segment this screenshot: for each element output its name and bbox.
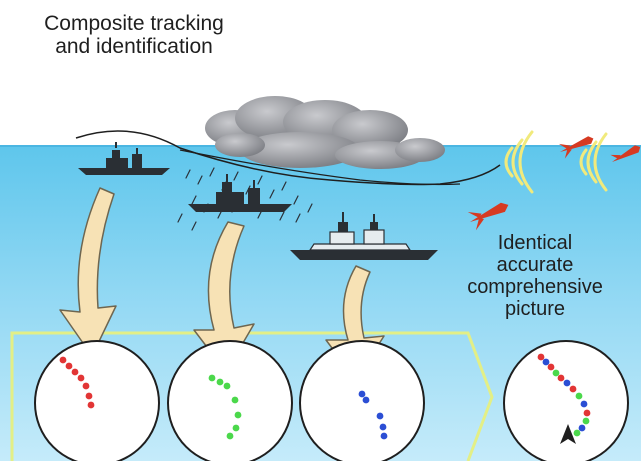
radar-display-3: [299, 340, 425, 461]
track-blue: [358, 390, 388, 440]
track-green: [208, 374, 242, 440]
composite-frame: [10, 331, 494, 461]
ship-icon: [290, 212, 438, 260]
missile-icon: [610, 145, 641, 162]
aircraft-marker-icon: [560, 424, 576, 444]
cloud-icon: [205, 96, 445, 169]
title-line: and identification: [55, 35, 213, 58]
caption-line: accurate: [496, 254, 574, 276]
track-composite: [537, 353, 591, 437]
ship-icon: [188, 174, 292, 212]
caption-line: Identical: [497, 232, 573, 254]
composite-caption: Identical accurate comprehensive picture: [445, 232, 625, 320]
trajectory-line-2: [179, 149, 461, 186]
caption-line: comprehensive: [467, 276, 603, 298]
ship-icon: [78, 142, 170, 175]
trajectory-line-1: [75, 130, 501, 186]
rain-streaks: [177, 167, 313, 231]
track-red: [59, 356, 95, 409]
title-line: Composite tracking: [44, 12, 224, 35]
diagram-title: Composite tracking and identification: [14, 12, 254, 58]
radar-display-composite: [503, 340, 629, 461]
radar-display-2: [167, 340, 293, 461]
radar-wave-icon: [504, 130, 608, 194]
missile-icon: [558, 136, 594, 159]
caption-line: picture: [504, 298, 566, 320]
radar-display-1: [34, 340, 160, 461]
missile-icon: [467, 202, 509, 231]
